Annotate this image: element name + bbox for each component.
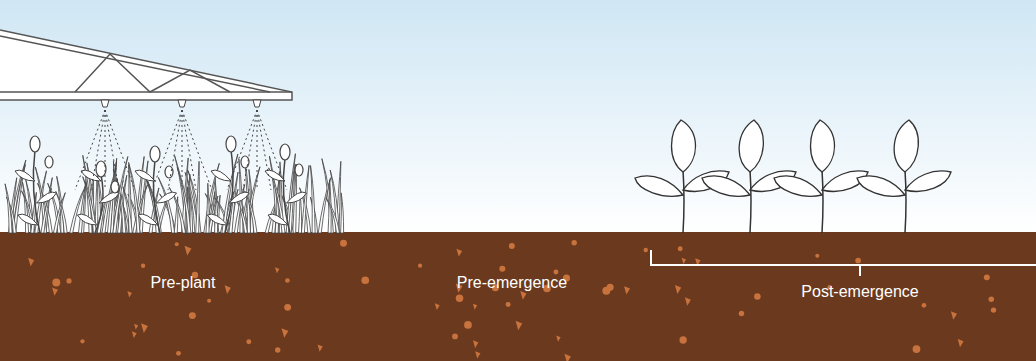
soil-pebbles (28, 240, 996, 361)
stage-label: Post-emergence (801, 282, 918, 302)
sprayer-boom (0, 30, 292, 100)
bracket (651, 250, 1036, 276)
stage-label: Pre-plant (151, 273, 216, 293)
sky (0, 0, 1036, 233)
stage-label: Pre-emergence (457, 273, 567, 293)
soil (0, 232, 1036, 361)
spray-nozzles (75, 100, 287, 190)
weeds (5, 136, 344, 233)
crop-seedlings (635, 120, 951, 233)
